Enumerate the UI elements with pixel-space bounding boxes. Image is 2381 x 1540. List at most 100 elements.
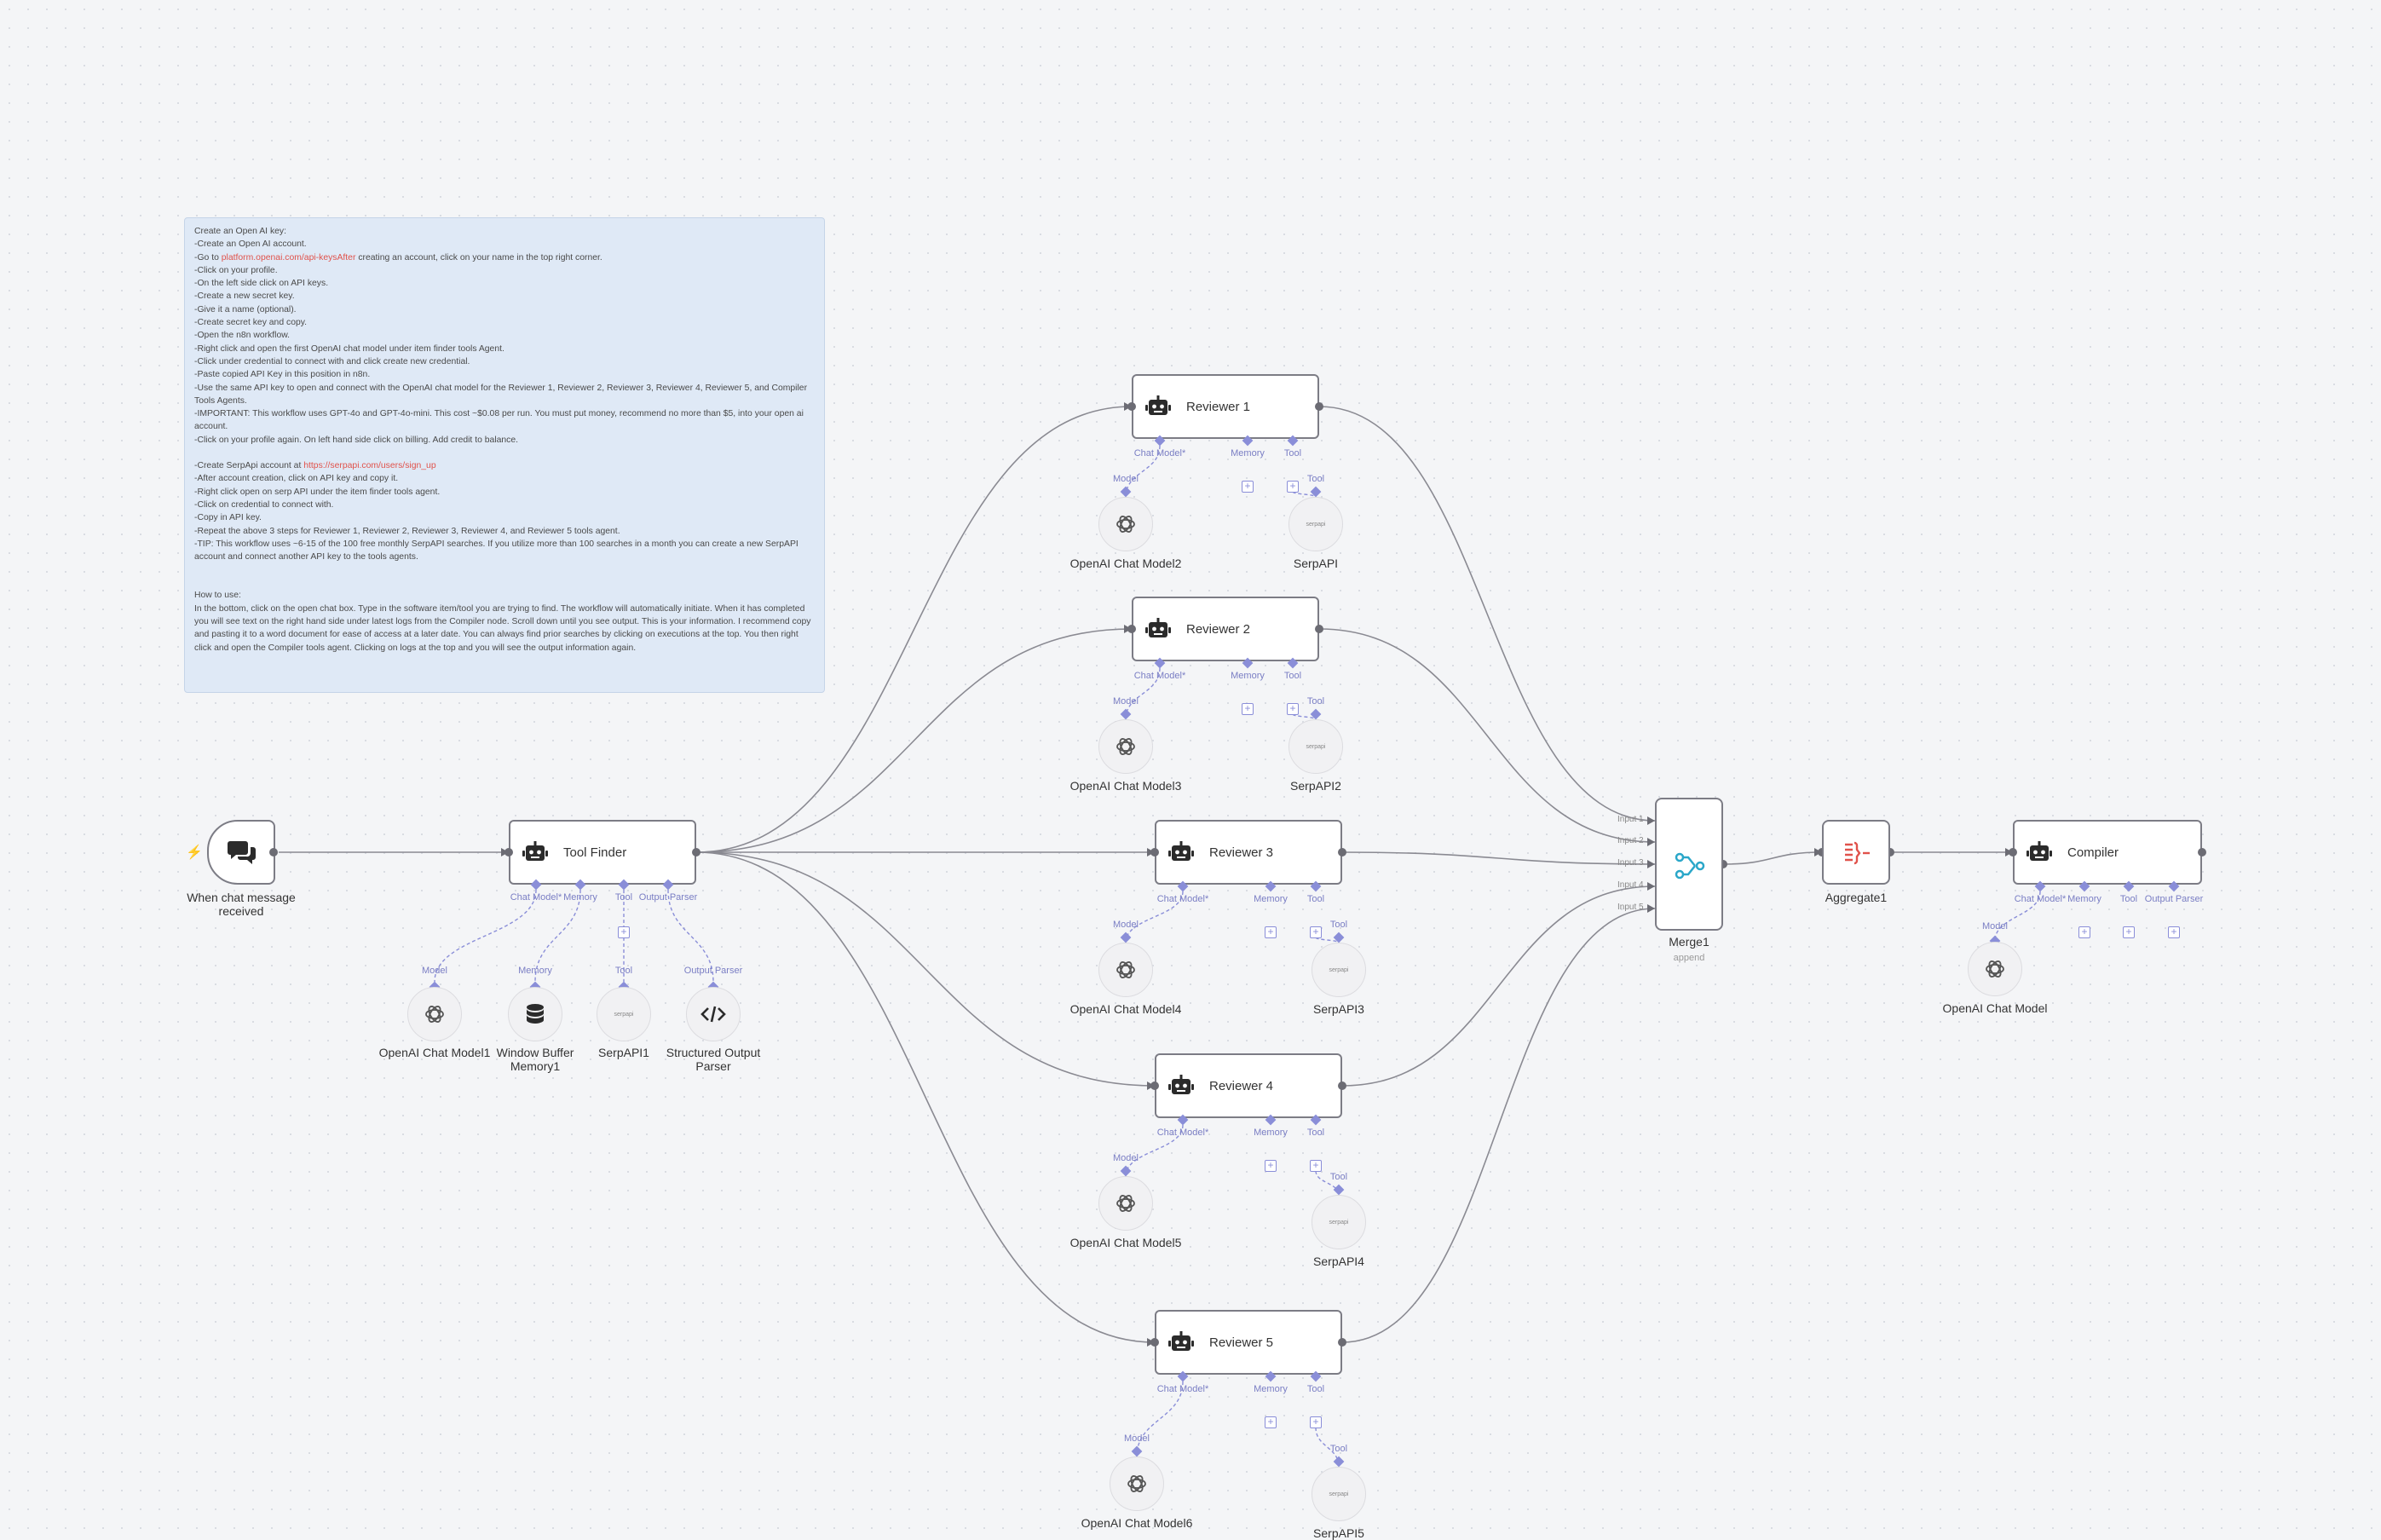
trigger-output-port[interactable] (269, 848, 278, 857)
reviewer-1-model-port-label: Model (1113, 474, 1139, 484)
robot-icon (1168, 841, 1194, 861)
reviewer-1-model-name: OpenAI Chat Model2 (1069, 557, 1182, 570)
reviewer-5-node-input-port[interactable] (1150, 1338, 1159, 1347)
wire-reviewer-1-model (1125, 445, 1161, 498)
reviewer-5-model-name: OpenAI Chat Model6 (1081, 1516, 1193, 1530)
wire-tool-finder-parser (667, 889, 714, 983)
chat-trigger-node[interactable] (207, 820, 275, 885)
reviewer-3-tool-plus[interactable]: + (1310, 926, 1322, 938)
aggregate-name: Aggregate1 (1825, 891, 1888, 904)
reviewer-1-serpapi-node[interactable]: serpapi (1289, 497, 1343, 551)
reviewer-4-node-output-port[interactable] (1338, 1081, 1346, 1090)
compiler-node[interactable]: Compiler (2013, 820, 2202, 885)
reviewer-5-memory-plus[interactable]: + (1265, 1416, 1277, 1428)
note-line: -IMPORTANT: This workflow uses GPT-4o an… (194, 409, 804, 432)
reviewer-4-serpapi-node[interactable]: serpapi (1312, 1195, 1366, 1249)
tool-finder-tool-plus[interactable]: + (618, 926, 630, 938)
reviewer-4-memory-plus[interactable]: + (1265, 1160, 1277, 1172)
tool-finder-node-output-port[interactable] (692, 848, 700, 857)
merge-output-port[interactable] (1719, 860, 1727, 868)
reviewer-2-model-node[interactable] (1098, 719, 1153, 774)
reviewer-4-node[interactable]: Reviewer 4 (1155, 1053, 1342, 1118)
reviewer-3-model-node[interactable] (1098, 943, 1153, 997)
compiler-node-input-port[interactable] (2009, 848, 2017, 857)
reviewer-2-node[interactable]: Reviewer 2 (1132, 597, 1319, 661)
reviewer-5-model-port-label: Model (1124, 1433, 1150, 1444)
reviewer-2-model-port-label: Model (1113, 696, 1139, 707)
reviewer-3-node[interactable]: Reviewer 3 (1155, 820, 1342, 885)
reviewer-2-node-output-port[interactable] (1315, 625, 1323, 633)
reviewer-4-node-input-port[interactable] (1150, 1081, 1159, 1090)
reviewer-2-serpapi-node[interactable]: serpapi (1289, 719, 1343, 774)
note-line: -Right click and open the first OpenAI c… (194, 343, 504, 354)
reviewer-4-serp-port-label: Tool (1329, 1172, 1348, 1182)
reviewer-1-node-output-port[interactable] (1315, 402, 1323, 411)
serpapi-signup-link[interactable]: https://serpapi.com/users/sign_up (303, 461, 436, 471)
wire-tool-finder-model (434, 889, 537, 983)
reviewer-4-tool-plus[interactable]: + (1310, 1160, 1322, 1172)
reviewer-3-label-memory: Memory (1254, 894, 1288, 904)
compiler-model-port-label: Model (1982, 921, 2008, 931)
reviewer-3-node-input-port[interactable] (1150, 848, 1159, 857)
merge-input-label-4: Input 4 (1617, 880, 1644, 890)
openai-icon (425, 1006, 444, 1023)
reviewer-4-model-node[interactable] (1098, 1176, 1153, 1231)
tool-finder-parser-node[interactable] (686, 987, 741, 1041)
reviewer-3-serpapi-node[interactable]: serpapi (1312, 943, 1366, 997)
reviewer-1-node-input-port[interactable] (1127, 402, 1136, 411)
reviewer-3-label-chat-model: Chat Model* (1156, 894, 1209, 904)
reviewer-3-label-tool: Tool (1306, 894, 1325, 904)
instructions-sticky-note[interactable]: Create an Open AI key:-Create an Open AI… (184, 217, 825, 693)
tool-finder-node-input-port[interactable] (504, 848, 513, 857)
note-line: -Click on credential to connect with. (194, 499, 334, 510)
tool-finder-memory-node[interactable] (508, 987, 562, 1041)
reviewer-1-model-node[interactable] (1098, 497, 1153, 551)
tool-finder-port-label-memory: Memory (563, 892, 597, 903)
merge-input-label-3: Input 3 (1617, 858, 1644, 868)
aggregate-node[interactable] (1822, 820, 1890, 885)
reviewer-2-model-name: OpenAI Chat Model3 (1069, 779, 1182, 793)
tool-finder-node-title: Tool Finder (563, 845, 627, 860)
openai-keys-link[interactable]: platform.openai.com/api-keysAfter (221, 252, 356, 262)
reviewer-1-memory-plus[interactable]: + (1242, 481, 1254, 493)
reviewer-5-serpapi-name: SerpAPI5 (1313, 1526, 1364, 1540)
merge-node[interactable] (1655, 798, 1723, 931)
robot-icon (2026, 841, 2052, 861)
wire-reviewer-2-merge-arrow (1647, 838, 1655, 846)
compiler-port-label-tool: Tool (2119, 894, 2138, 904)
reviewer-2-memory-plus[interactable]: + (1242, 703, 1254, 715)
tool-finder-serpapi-node[interactable]: serpapi (597, 987, 651, 1041)
tool-finder-model-node[interactable] (407, 987, 462, 1041)
wire-toolfinder-reviewer-1 (695, 406, 1133, 853)
compiler-tool-plus[interactable]: + (2123, 926, 2135, 938)
compiler-memory-plus[interactable]: + (2078, 926, 2090, 938)
compiler-node-output-port[interactable] (2198, 848, 2206, 857)
reviewer-5-node-output-port[interactable] (1338, 1338, 1346, 1347)
reviewer-5-node-title: Reviewer 5 (1209, 1335, 1274, 1350)
tool-finder-port-label-tool: Tool (614, 892, 633, 903)
merge-input-label-5: Input 5 (1617, 903, 1644, 912)
reviewer-4-model-name: OpenAI Chat Model5 (1069, 1236, 1182, 1249)
compiler-output_parser-plus[interactable]: + (2168, 926, 2180, 938)
tool-finder-node[interactable]: Tool Finder (509, 820, 696, 885)
reviewer-1-tool-plus[interactable]: + (1287, 481, 1299, 493)
tool-finder-parser-label: Output Parser (683, 966, 743, 976)
aggregate-output-port[interactable] (1886, 848, 1894, 857)
openai-icon (1116, 961, 1135, 978)
reviewer-5-node[interactable]: Reviewer 5 (1155, 1310, 1342, 1375)
tool-finder-serpapi-label: Tool (614, 966, 633, 976)
reviewer-1-node[interactable]: Reviewer 1 (1132, 374, 1319, 439)
robot-icon (1168, 1331, 1194, 1351)
reviewer-3-memory-plus[interactable]: + (1265, 926, 1277, 938)
reviewer-3-node-output-port[interactable] (1338, 848, 1346, 857)
note-line: -Click on your profile again. On left ha… (194, 435, 519, 445)
reviewer-2-tool-plus[interactable]: + (1287, 703, 1299, 715)
reviewer-5-model-node[interactable] (1110, 1456, 1164, 1511)
reviewer-5-tool-plus[interactable]: + (1310, 1416, 1322, 1428)
robot-icon (1168, 1075, 1194, 1094)
reviewer-2-node-input-port[interactable] (1127, 625, 1136, 633)
compiler-model-node[interactable] (1968, 942, 2022, 996)
reviewer-2-serpapi-name: SerpAPI2 (1290, 779, 1341, 793)
reviewer-5-serpapi-node[interactable]: serpapi (1312, 1467, 1366, 1521)
reviewer-1-label-chat-model: Chat Model* (1133, 448, 1186, 459)
